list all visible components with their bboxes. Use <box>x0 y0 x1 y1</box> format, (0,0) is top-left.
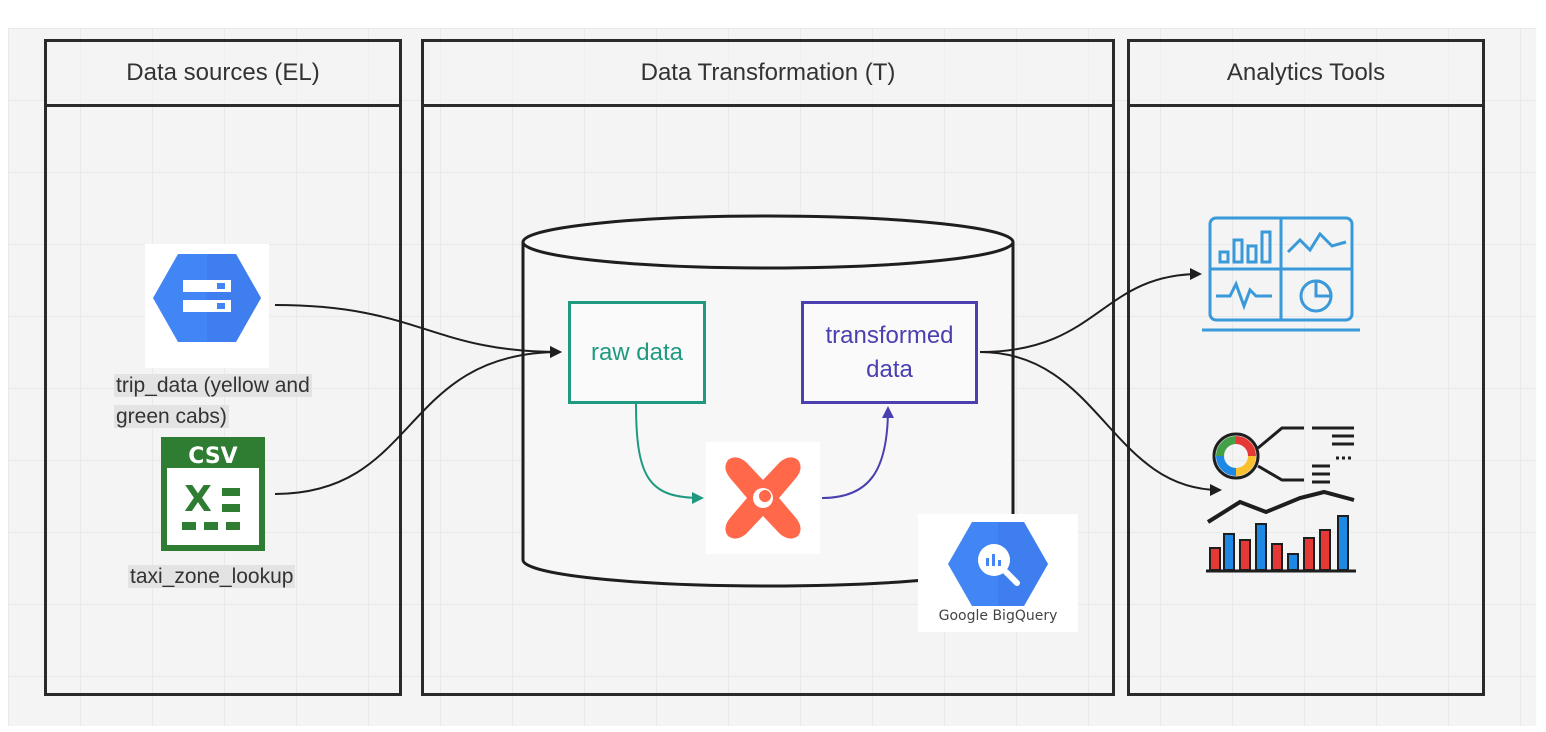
raw-data-label: raw data <box>590 338 684 366</box>
trip-data-label-line2: green cabs) <box>114 405 229 428</box>
taxi-zone-tile: CSV X <box>160 436 268 556</box>
arrow-raw-to-dbt <box>635 403 704 504</box>
raw-data-box: raw data <box>568 301 706 404</box>
sources-panel-title: Data sources (EL) <box>44 39 402 107</box>
dbt-tile <box>706 442 820 554</box>
transformed-data-label-line2: data <box>866 355 913 383</box>
taxi-zone-label-text: taxi_zone_lookup <box>128 565 296 588</box>
arrow-dbt-to-transformed <box>821 406 894 499</box>
transformed-data-box: transformed data <box>801 301 978 404</box>
csv-badge-text: CSV <box>188 444 237 469</box>
dbt-icon <box>725 457 801 539</box>
transformed-data-label-line1: transformed <box>825 321 954 349</box>
taxi-zone-label: taxi_zone_lookup <box>128 561 296 592</box>
trip-data-label-line1: trip_data (yellow and <box>114 374 312 397</box>
arrow-to-report <box>979 351 1222 496</box>
analytics-panel-title: Analytics Tools <box>1127 39 1485 107</box>
arrow-csv-to-raw <box>274 346 562 495</box>
bigquery-label: Google BigQuery <box>938 608 1058 624</box>
cloud-storage-icon <box>153 254 261 342</box>
trip-data-tile <box>145 244 269 368</box>
bigquery-tile: Google BigQuery <box>918 514 1078 632</box>
bigquery-icon <box>948 522 1048 606</box>
arrow-to-dashboard <box>979 268 1202 353</box>
csv-excel-icon: CSV X <box>161 437 265 551</box>
transformed-data-label: transformed data <box>825 319 953 387</box>
trip-data-label: trip_data (yellow and green cabs) <box>114 370 374 432</box>
transform-panel-title: Data Transformation (T) <box>421 39 1115 107</box>
excel-letter: X <box>184 479 212 520</box>
arrow-trip-to-raw <box>274 304 562 358</box>
